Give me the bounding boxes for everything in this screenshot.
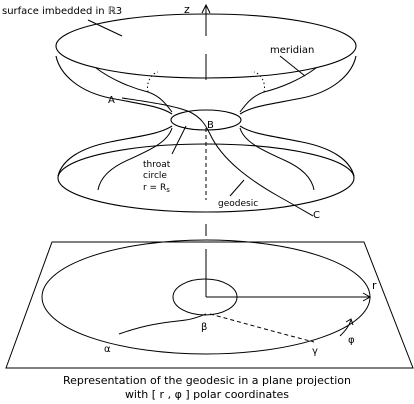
z-axis-label: z <box>184 3 190 16</box>
point-b-label: B <box>207 120 214 131</box>
caption-line-1: Representation of the geodesic in a plan… <box>63 374 351 387</box>
upper-flare-left <box>55 55 173 115</box>
throat-eq-sub: s <box>166 186 170 194</box>
throat-eq-main: r = R <box>143 183 166 193</box>
lower-rim <box>57 143 355 213</box>
r-axis-label: r <box>372 279 377 292</box>
beta-label: β <box>201 322 207 333</box>
throat-circle <box>170 109 242 131</box>
projection-plane <box>5 241 414 369</box>
lower-flare-right <box>239 125 355 177</box>
projected-geodesic-dashed <box>209 313 315 343</box>
meridian-label: meridian <box>270 45 314 56</box>
upper-meridian-left-hidden <box>147 71 159 93</box>
lower-meridian-left <box>97 127 173 191</box>
surface-pointer <box>87 19 123 37</box>
throat-label-1: throat <box>143 160 171 170</box>
geodesic-label: geodesic <box>218 199 258 209</box>
meridian-pointer <box>279 55 306 77</box>
surface-label: surface imbedded in ℝ3 <box>2 6 122 17</box>
projected-geodesic-solid <box>118 313 207 335</box>
alpha-label: α <box>104 344 111 355</box>
upper-flare-right <box>239 55 357 115</box>
throat-label-2: circle <box>143 171 167 181</box>
throat-equation: r = Rs <box>143 183 170 194</box>
upper-meridian-right-hidden <box>253 71 265 93</box>
point-c-label: C <box>313 210 320 221</box>
lower-flare-left <box>57 125 173 177</box>
throat-pointer <box>171 125 187 155</box>
phi-arrow-icon <box>339 319 352 337</box>
surface-geodesic <box>121 97 314 217</box>
z-axis-arrowhead <box>201 3 211 14</box>
r-axis-arrowhead <box>362 292 372 302</box>
upper-rim <box>55 13 357 79</box>
geodesic-pointer <box>229 179 245 197</box>
lower-meridian-right <box>239 127 315 191</box>
phi-label: φ <box>348 335 355 346</box>
phi-arrowhead <box>345 318 354 326</box>
caption-line-2: with [ r , φ ] polar coordinates <box>125 388 289 401</box>
point-a-label: A <box>108 95 115 106</box>
gamma-label: γ <box>312 346 318 357</box>
